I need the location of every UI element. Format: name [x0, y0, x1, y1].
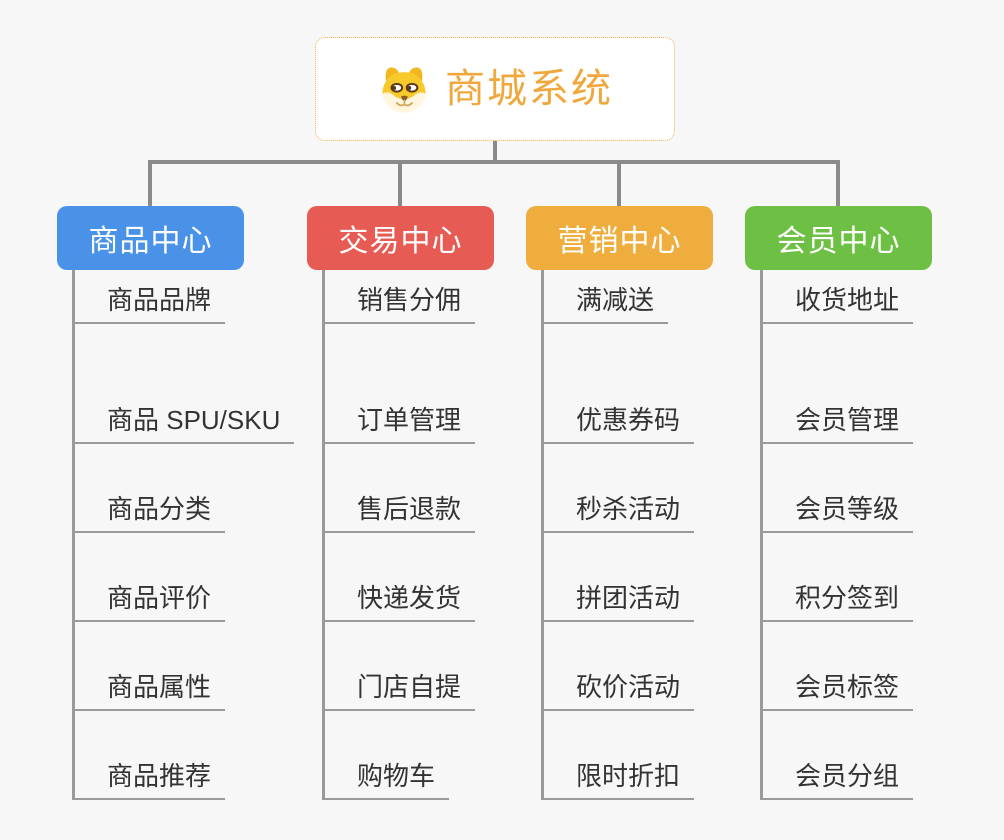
- leaf-node[interactable]: 会员管理: [760, 390, 914, 444]
- leaf-node[interactable]: 订单管理: [322, 390, 476, 444]
- connector-drop-marketing: [617, 160, 621, 207]
- branch-line: [322, 270, 325, 800]
- branch-header-label: 商品中心: [88, 225, 213, 258]
- leaf-node[interactable]: 门店自提: [322, 657, 476, 711]
- connector-horizontal: [148, 160, 840, 164]
- branch-header-products[interactable]: 商品中心: [57, 206, 244, 270]
- leaf-node[interactable]: 商品 SPU/SKU: [72, 390, 295, 444]
- branch-header-marketing[interactable]: 营销中心: [526, 206, 713, 270]
- branch-header-trade[interactable]: 交易中心: [307, 206, 494, 270]
- branch-line: [541, 270, 544, 800]
- branch-header-label: 营销中心: [557, 225, 682, 258]
- dog-mascot-icon: [377, 64, 431, 114]
- root-node[interactable]: 商城系统: [315, 37, 675, 141]
- leaf-node[interactable]: 会员分组: [760, 746, 914, 800]
- leaf-node[interactable]: 商品属性: [72, 657, 226, 711]
- connector-drop-members: [836, 160, 840, 207]
- branch-header-members[interactable]: 会员中心: [745, 206, 932, 270]
- leaf-node[interactable]: 销售分佣: [322, 270, 476, 324]
- branch-header-label: 交易中心: [338, 225, 463, 258]
- leaf-node[interactable]: 砍价活动: [541, 657, 695, 711]
- leaf-node[interactable]: 快递发货: [322, 568, 476, 622]
- connector-drop-trade: [398, 160, 402, 207]
- leaf-node[interactable]: 商品分类: [72, 479, 226, 533]
- leaf-node[interactable]: 限时折扣: [541, 746, 695, 800]
- branch-line: [760, 270, 763, 800]
- leaf-node[interactable]: 会员标签: [760, 657, 914, 711]
- leaf-node[interactable]: 满减送: [541, 270, 669, 324]
- connector-root-stub: [493, 140, 497, 164]
- leaf-node[interactable]: 商品品牌: [72, 270, 226, 324]
- leaf-node[interactable]: 拼团活动: [541, 568, 695, 622]
- leaf-node[interactable]: 商品评价: [72, 568, 226, 622]
- leaf-node[interactable]: 秒杀活动: [541, 479, 695, 533]
- leaf-node[interactable]: 购物车: [322, 746, 450, 800]
- branch-line: [72, 270, 75, 800]
- leaf-node[interactable]: 会员等级: [760, 479, 914, 533]
- root-title: 商城系统: [445, 67, 613, 111]
- leaf-node[interactable]: 售后退款: [322, 479, 476, 533]
- leaf-node[interactable]: 收货地址: [760, 270, 914, 324]
- leaf-node[interactable]: 优惠券码: [541, 390, 695, 444]
- branch-header-label: 会员中心: [776, 225, 901, 258]
- leaf-node[interactable]: 商品推荐: [72, 746, 226, 800]
- connector-drop-products: [148, 160, 152, 207]
- leaf-node[interactable]: 积分签到: [760, 568, 914, 622]
